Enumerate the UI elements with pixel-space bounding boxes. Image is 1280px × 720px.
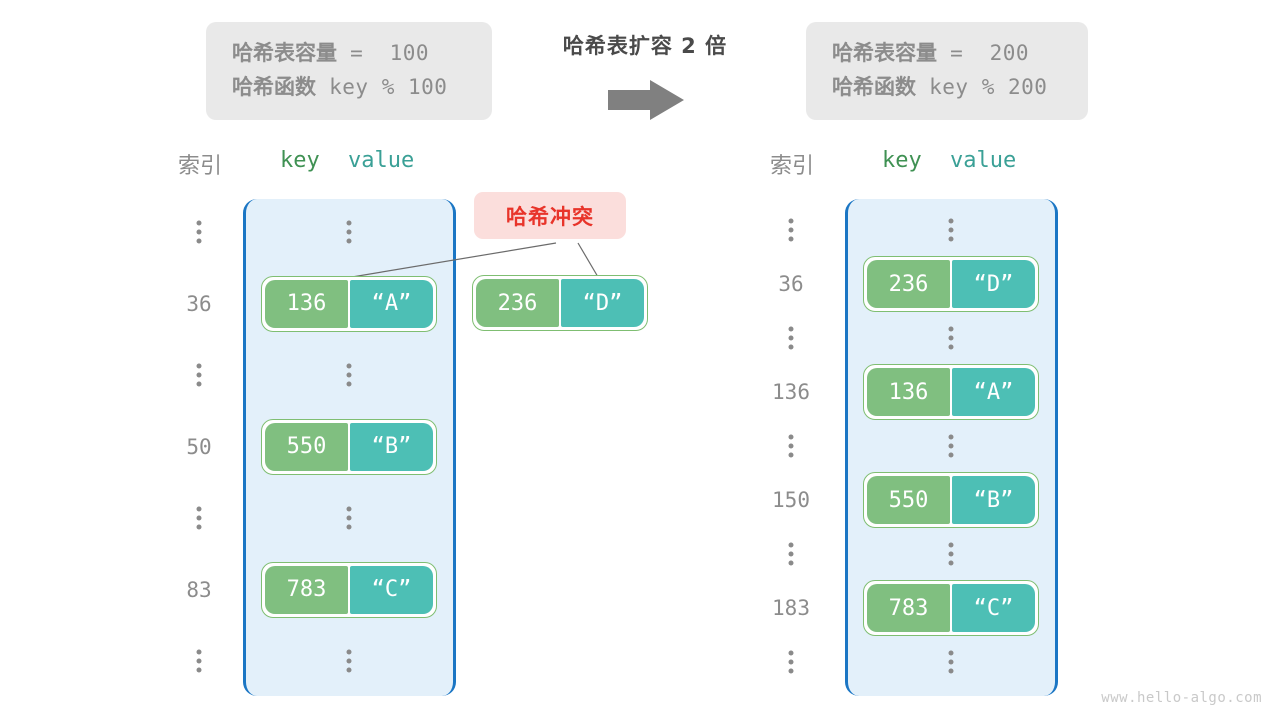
right-function-line: 哈希函数 key % 200 [832,70,1062,104]
bucket-ellipsis [346,506,352,530]
bucket-ellipsis [346,220,352,244]
right-function-value: key % 200 [916,75,1048,99]
entry-value: “C” [350,565,433,614]
index-label: 36 [778,272,804,296]
index-ellipsis [788,542,794,566]
index-ellipsis [196,220,202,244]
entry-value: “B” [952,476,1035,524]
colliding-entry-key: 236 [476,279,559,327]
right-capacity-label: 哈希表容量 [832,41,937,65]
index-ellipsis [196,363,202,387]
index-label: 36 [186,291,212,316]
bucket-ellipsis [948,326,954,350]
bucket-ellipsis [948,434,954,458]
index-ellipsis [788,218,794,242]
bucket-ellipsis [948,218,954,242]
bucket-ellipsis [948,542,954,566]
index-ellipsis [196,649,202,673]
expansion-caption: 哈希表扩容 2 倍 [562,34,728,58]
colliding-entry: 236 “D” [472,275,648,331]
hashtable-entry: 783“C” [863,580,1039,636]
index-label: 150 [772,488,810,512]
right-function-label: 哈希函数 [832,75,916,99]
left-capacity-value: = 100 [337,41,430,65]
entry-value: “A” [350,279,433,328]
index-label: 183 [772,596,810,620]
collision-badge: 哈希冲突 [474,192,626,239]
right-value-header: value [950,148,1017,173]
bucket-ellipsis [346,363,352,387]
index-ellipsis [788,326,794,350]
hashtable-entry: 550“B” [863,472,1039,528]
entry-value: “D” [952,260,1035,308]
entry-key: 550 [867,476,950,524]
index-ellipsis [788,434,794,458]
left-function-value: key % 100 [316,75,448,99]
hashtable-entry: 550“B” [261,418,437,475]
entry-key: 783 [265,565,348,614]
right-key-header: key [882,148,922,173]
entry-value: “A” [952,368,1035,416]
entry-key: 136 [265,279,348,328]
hashtable-entry: 136“A” [863,364,1039,420]
left-function-line: 哈希函数 key % 100 [232,70,466,104]
left-index-header: 索引 [177,154,222,179]
left-capacity-label: 哈希表容量 [232,41,337,65]
right-capacity-value: = 200 [937,41,1030,65]
entry-key: 236 [867,260,950,308]
left-capacity-line: 哈希表容量 = 100 [232,36,466,70]
watermark: www.hello-algo.com [1101,690,1262,706]
hashtable-entry: 136“A” [261,275,437,332]
bucket-ellipsis [346,649,352,673]
right-hashtable-spec-box: 哈希表容量 = 200 哈希函数 key % 200 [806,22,1088,120]
right-index-header: 索引 [769,154,814,179]
left-key-header: key [280,148,320,173]
entry-key: 783 [867,584,950,632]
colliding-entry-value: “D” [561,279,644,327]
index-ellipsis [196,506,202,530]
left-value-header: value [348,148,415,173]
entry-value: “C” [952,584,1035,632]
left-hashtable-spec-box: 哈希表容量 = 100 哈希函数 key % 100 [206,22,492,120]
index-label: 136 [772,380,810,404]
index-ellipsis [788,650,794,674]
hashtable-entry: 236“D” [863,256,1039,312]
hashtable-entry: 783“C” [261,561,437,618]
left-function-label: 哈希函数 [232,75,316,99]
right-capacity-line: 哈希表容量 = 200 [832,36,1062,70]
entry-value: “B” [350,422,433,471]
entry-key: 136 [867,368,950,416]
bucket-ellipsis [948,650,954,674]
index-label: 50 [186,434,212,459]
index-label: 83 [186,577,212,602]
right-arrow-icon [600,78,690,122]
entry-key: 550 [265,422,348,471]
